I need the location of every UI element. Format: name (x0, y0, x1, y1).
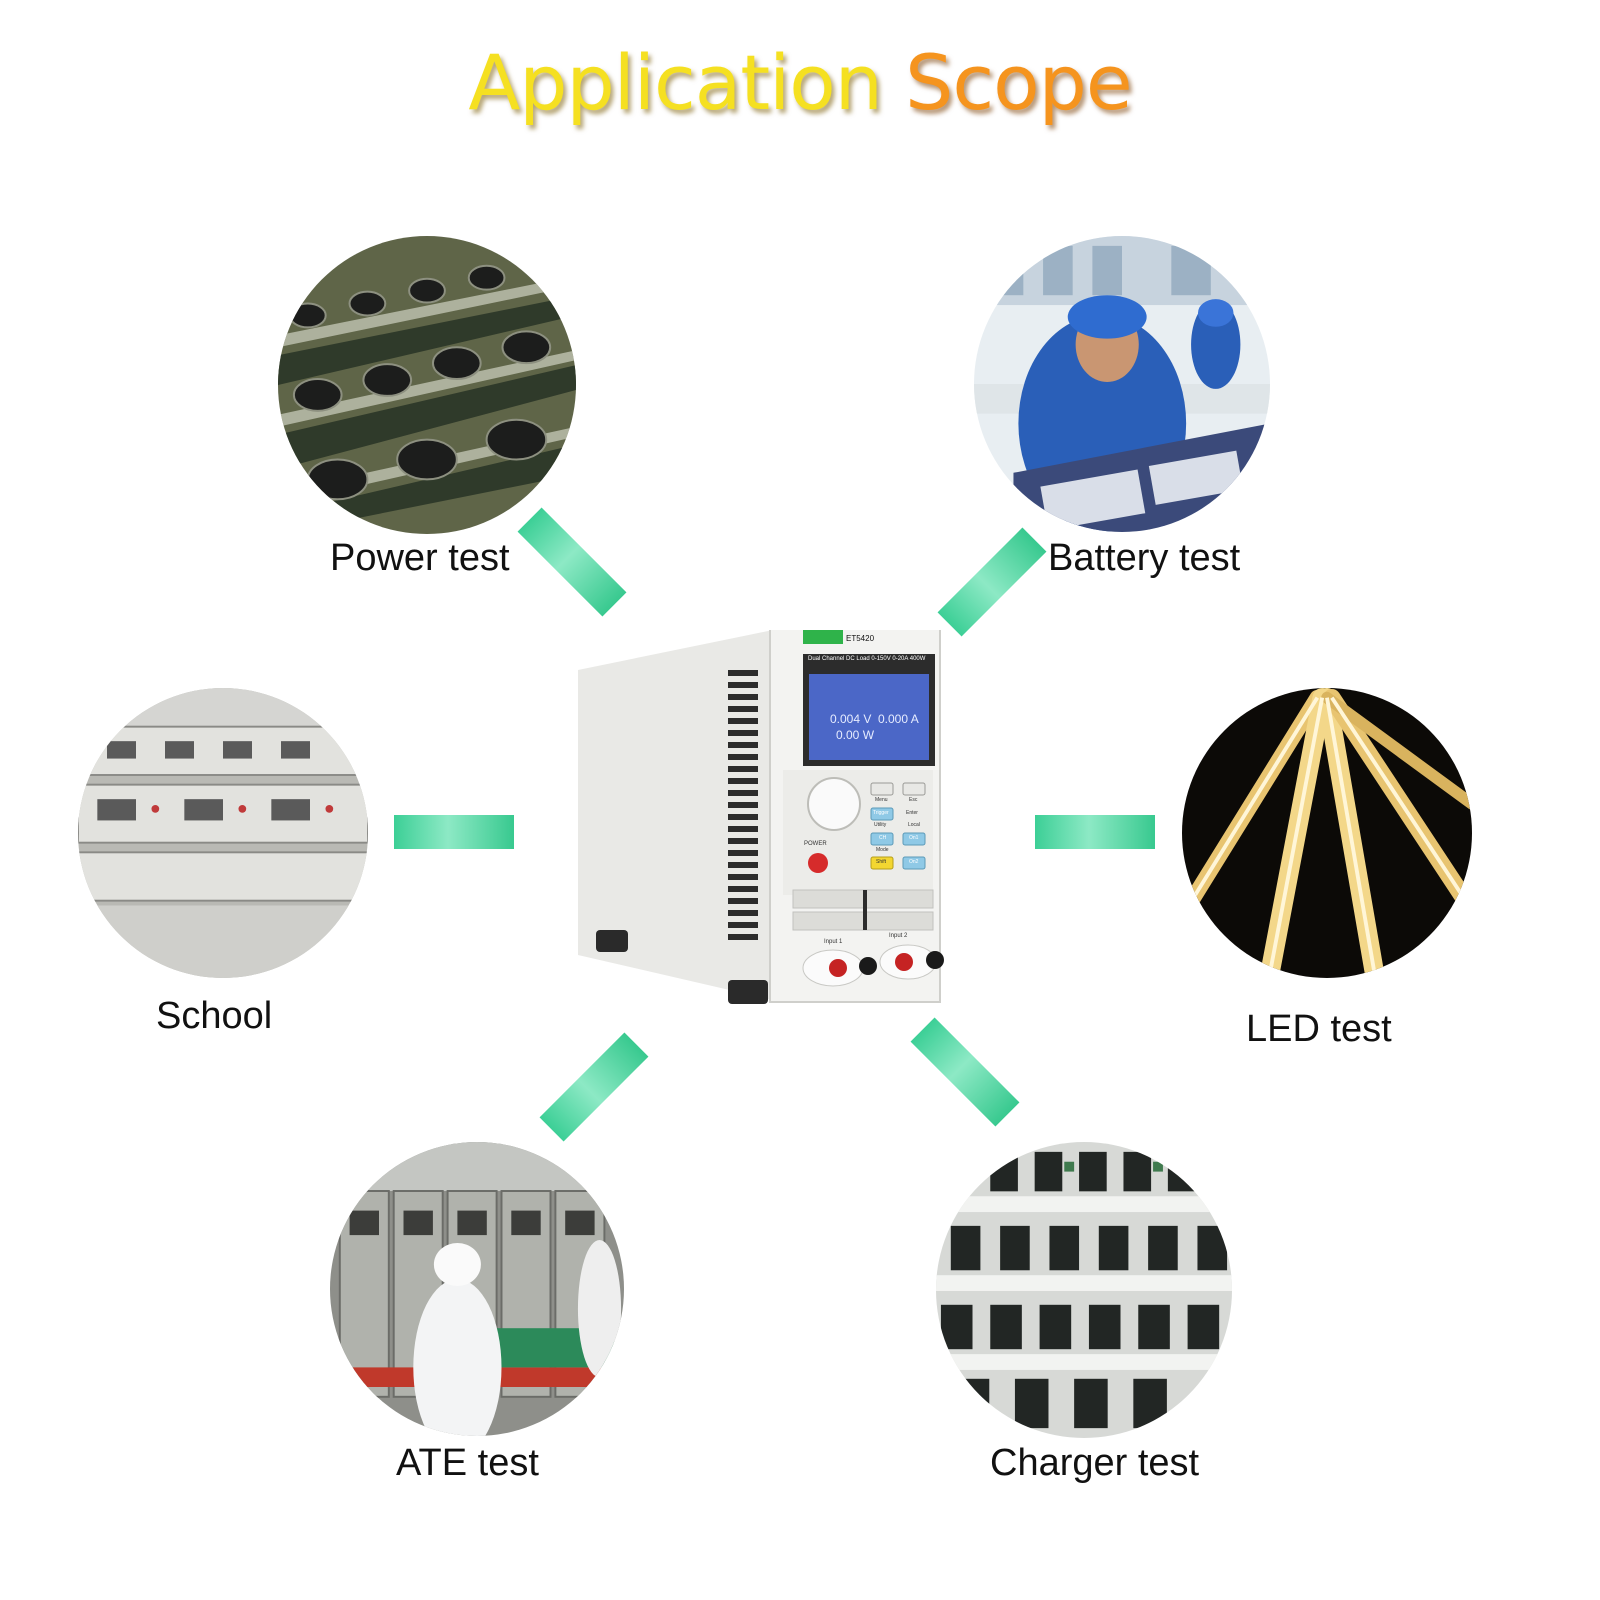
connector-power (517, 507, 627, 617)
connector-school (394, 815, 514, 849)
battery-test-photo (974, 236, 1270, 532)
ch-key-label: CH (879, 835, 887, 841)
power-test-photo (278, 236, 576, 534)
screen-voltage: 0.004 V (830, 712, 872, 726)
school-photo (78, 688, 368, 978)
local-key-label: Local (908, 822, 920, 828)
enter-key-label: Enter (906, 810, 918, 816)
charger-test-label: Charger test (990, 1442, 1200, 1484)
connector-ate (539, 1032, 649, 1142)
on1-key-label: On1 (909, 835, 919, 841)
trigger-key-label: Trigger (873, 810, 889, 816)
led-test-label: LED test (1246, 1008, 1392, 1050)
ate-test-label: ATE test (396, 1442, 539, 1484)
screen-power: 0.00 W (836, 728, 875, 742)
input1-label: Input 1 (824, 939, 843, 945)
device-model-label: ET5420 (846, 634, 875, 643)
menu-key-label: Menu (875, 797, 888, 803)
on2-key-label: On2 (909, 859, 919, 865)
screen-current: 0.000 A (878, 712, 919, 726)
device-description: Dual Channel DC Load 0-150V 0-20A 400W (808, 656, 926, 662)
input2-label: Input 2 (889, 933, 908, 939)
battery-test-label: Battery test (1048, 537, 1241, 579)
power-test-label: Power test (330, 537, 510, 579)
esc-key-label: Esc (909, 797, 918, 803)
ate-test-photo (330, 1142, 624, 1436)
led-test-photo (1182, 688, 1472, 978)
dc-load-device: ET5420 Dual Channel DC Load 0-150V 0-20A… (578, 627, 978, 1040)
connector-battery (937, 527, 1047, 637)
power-button-label: POWER (804, 841, 827, 847)
charger-test-photo (936, 1142, 1232, 1438)
school-label: School (156, 995, 273, 1037)
shift-key-label: Shift (876, 859, 887, 865)
title-word-application: Application (468, 38, 883, 127)
title-word-scope: Scope (905, 38, 1133, 127)
connector-led (1035, 815, 1155, 849)
page-title: Application Scope (0, 38, 1600, 127)
mode-key-label: Mode (876, 847, 889, 853)
utility-key-label: Utility (874, 822, 887, 828)
dc-load-body (578, 627, 944, 1004)
